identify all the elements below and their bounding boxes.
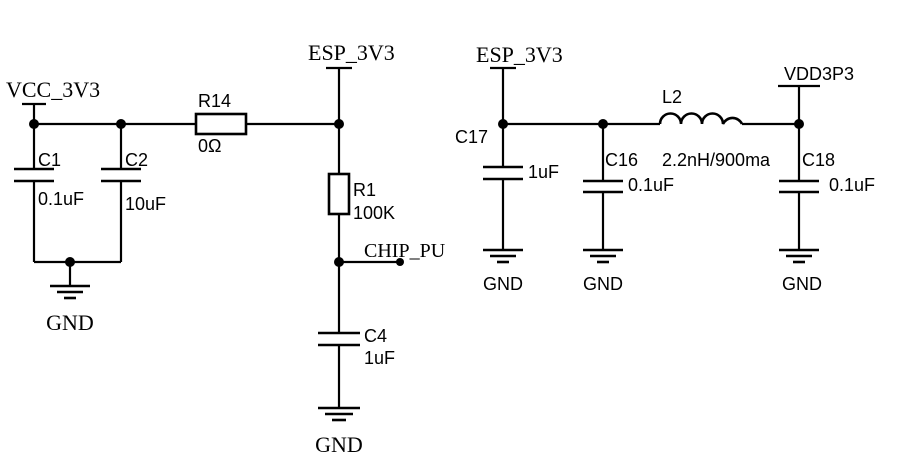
c16-ref: C16 (605, 150, 638, 170)
junction-dot (794, 119, 804, 129)
c17-ref: C17 (455, 127, 488, 147)
vdd3p3-label: VDD3P3 (784, 64, 854, 84)
capacitor-c18 (779, 179, 819, 250)
capacitor-c17 (483, 165, 523, 250)
vdd3p3-power-flag (778, 84, 820, 181)
c1-value: 0.1uF (38, 189, 84, 209)
c18-value: 0.1uF (829, 175, 875, 195)
ground-symbol-1 (50, 262, 90, 300)
c17-value: 1uF (528, 162, 559, 182)
c1-ref: C1 (38, 150, 61, 170)
resistor-r1 (327, 172, 351, 333)
ground-symbol-5 (779, 248, 819, 264)
junction-dot (334, 119, 344, 129)
inductor-l2 (658, 112, 744, 125)
resistor-r14 (194, 112, 339, 136)
gnd-label-4: GND (583, 274, 623, 294)
junction-dot (498, 119, 508, 129)
junction-dot (65, 257, 75, 267)
capacitor-c16 (583, 124, 623, 250)
r14-ref: R14 (198, 91, 231, 111)
ground-symbol-2 (318, 406, 360, 422)
l2-ref: L2 (662, 87, 682, 107)
esp-3v3-left-label: ESP_3V3 (308, 40, 395, 65)
l2-value: 2.2nH/900ma (662, 150, 771, 170)
junction-dot (598, 119, 608, 129)
c4-ref: C4 (364, 326, 387, 346)
chip-pu-label: CHIP_PU (364, 240, 446, 262)
c18-ref: C18 (802, 150, 835, 170)
gnd-label-2: GND (315, 432, 363, 457)
gnd-label-1: GND (46, 310, 94, 335)
capacitor-c2 (101, 124, 141, 262)
capacitor-c1 (14, 124, 54, 262)
c2-value: 10uF (125, 194, 166, 214)
c4-value: 1uF (364, 348, 395, 368)
vcc-3v3-label: VCC_3V3 (6, 77, 100, 102)
junction-dot (334, 257, 344, 267)
esp-3v3-right-label: ESP_3V3 (476, 42, 563, 67)
r14-value: 0Ω (198, 136, 221, 156)
r1-ref: R1 (353, 180, 376, 200)
chip-pu-endpoint-dot (396, 258, 404, 266)
ground-symbol-4 (583, 248, 623, 264)
capacitor-c4 (318, 331, 360, 408)
c16-value: 0.1uF (628, 175, 674, 195)
esp-3v3-right-power-flag (490, 66, 516, 167)
r1-value: 100K (353, 203, 395, 223)
gnd-label-3: GND (483, 274, 523, 294)
gnd-label-5: GND (782, 274, 822, 294)
c2-ref: C2 (125, 150, 148, 170)
ground-symbol-3 (483, 248, 523, 264)
junction-dot (116, 119, 126, 129)
junction-dot (29, 119, 39, 129)
